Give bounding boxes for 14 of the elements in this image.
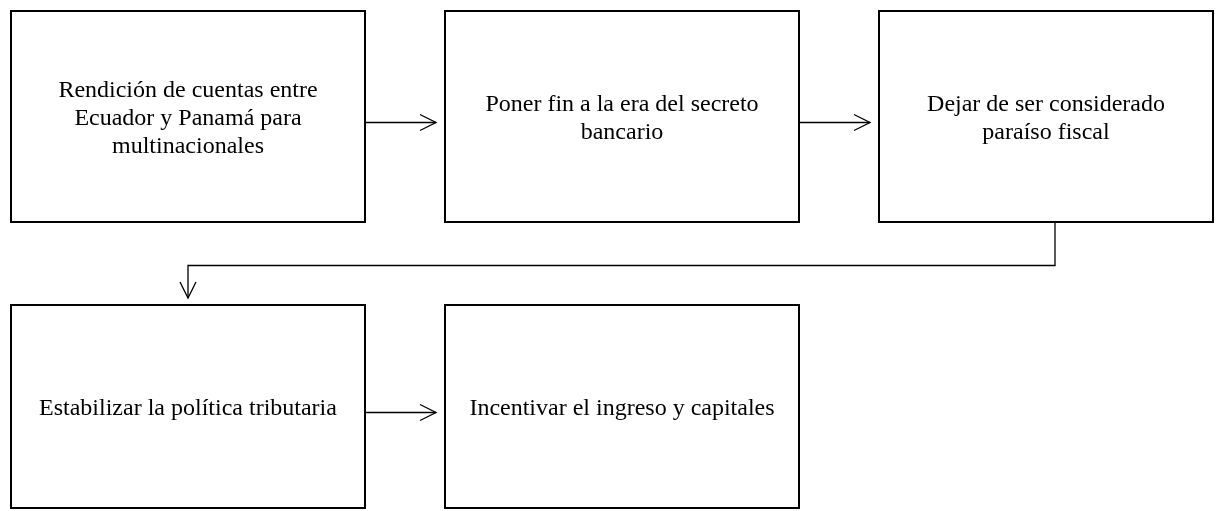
box-text: Estabilizar la política tributaria [38,392,338,421]
process-box [444,304,800,509]
box-text: Rendición de cuentas entre Ecuador y Panamá para multinacionales [57,74,319,159]
arrow [365,113,437,132]
arrow [179,222,1056,299]
box-text: Poner fin a la era del secreto bancario [484,88,760,145]
box-text: Incentivar el ingreso y capitales [468,392,776,421]
arrow [799,113,871,132]
arrow [365,403,437,422]
box-text: Dejar de ser considerado paraíso fiscal [926,88,1166,145]
process-box [10,304,366,509]
process-box [444,10,800,223]
process-box [878,10,1214,223]
process-box [10,10,366,223]
